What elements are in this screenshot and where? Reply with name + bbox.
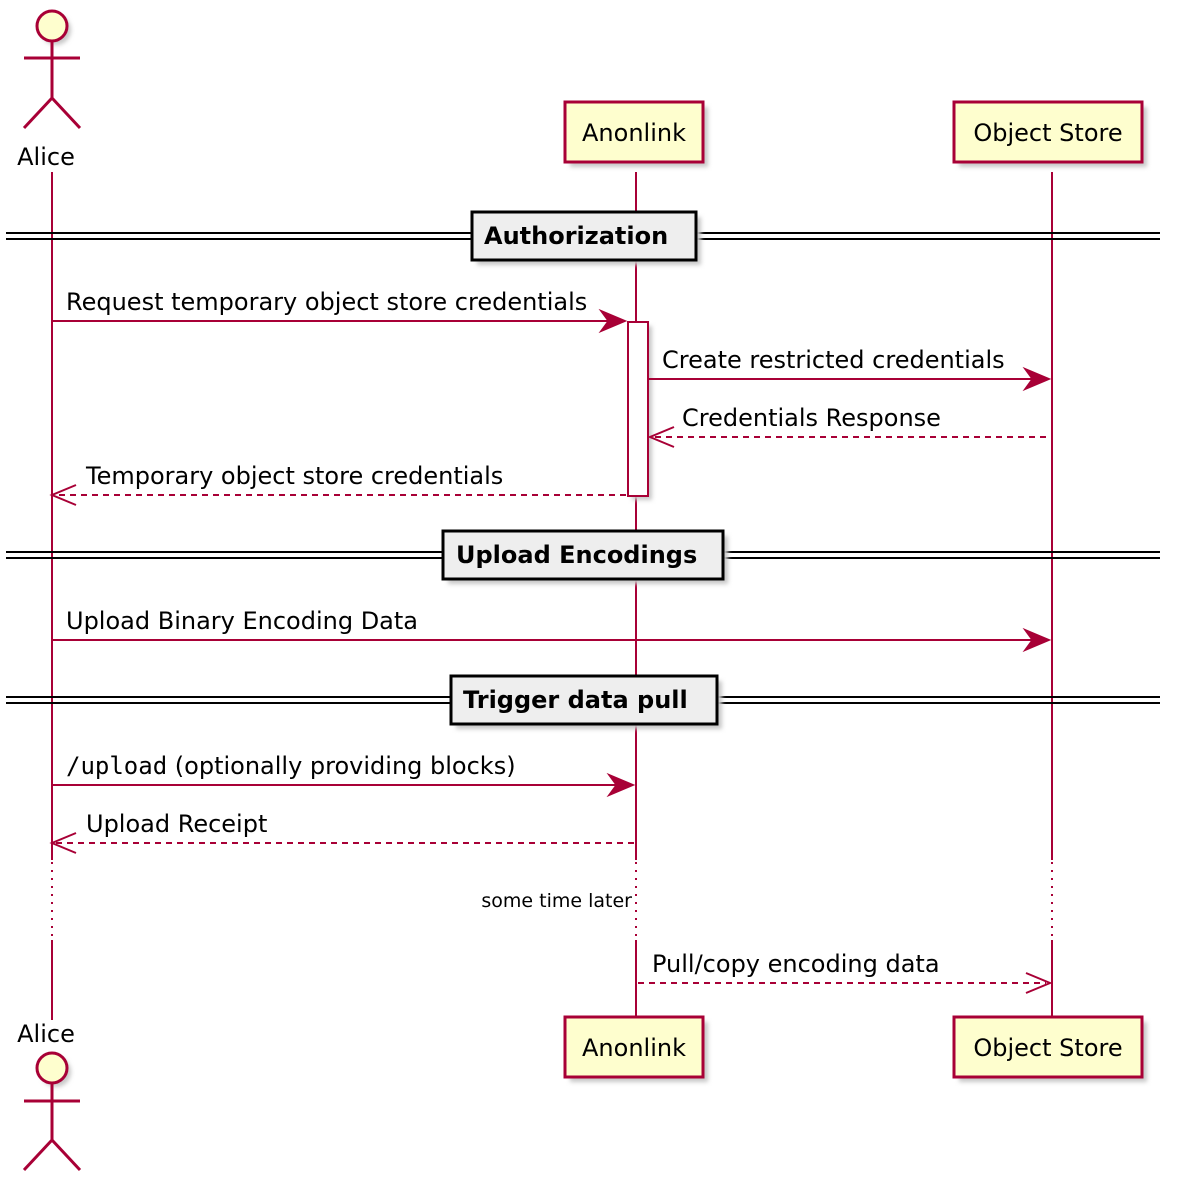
anonlink-participant-bottom [563, 1015, 705, 1079]
message-upload-binary: Upload Binary Encoding Data [52, 607, 1052, 653]
svg-text:Request temporary object store: Request temporary object store credentia… [66, 288, 587, 316]
svg-text:Upload Binary Encoding Data: Upload Binary Encoding Data [66, 607, 418, 635]
message-pull-copy: Pull/copy encoding data [638, 950, 1053, 994]
message-temporary-credentials: Temporary object store credentials [49, 462, 626, 506]
anonlink-label-top: Anonlink [582, 119, 686, 147]
separator-authorization-label: Authorization [484, 222, 668, 250]
upload-endpoint-text: (optionally providing blocks) [167, 752, 515, 780]
object-store-label-top: Object Store [973, 119, 1122, 147]
anonlink-activation [627, 321, 649, 497]
upload-endpoint-code: /upload [66, 752, 167, 780]
object-store-label-bottom: Object Store [973, 1034, 1122, 1062]
message-create-restricted: Create restricted credentials [648, 346, 1052, 392]
separator-trigger-data-pull-label: Trigger data pull [463, 686, 688, 714]
object-store-participant-bottom [952, 1015, 1144, 1079]
delay-label: some time later [481, 890, 632, 912]
separator-upload-encodings: Upload Encodings [6, 529, 1160, 584]
anonlink-participant-top [563, 100, 705, 164]
message-request-credentials: Request temporary object store credentia… [52, 288, 628, 334]
separator-authorization: Authorization [6, 210, 1160, 265]
svg-text:Upload Receipt: Upload Receipt [86, 810, 267, 838]
message-credentials-response: Credentials Response [647, 404, 1046, 448]
alice-actor-top [22, 9, 82, 130]
svg-text:Temporary object store credent: Temporary object store credentials [85, 462, 503, 490]
separator-trigger-data-pull: Trigger data pull [6, 674, 1160, 729]
svg-text:/upload (optionally providing: /upload (optionally providing blocks) [66, 752, 516, 780]
alice-actor-bottom [22, 1051, 82, 1172]
alice-label-bottom: Alice [17, 1020, 75, 1048]
message-upload-receipt: Upload Receipt [49, 810, 634, 854]
delay-mask [40, 860, 1070, 940]
svg-text:Credentials Response: Credentials Response [682, 404, 941, 432]
anonlink-label-bottom: Anonlink [582, 1034, 686, 1062]
alice-label-top: Alice [17, 143, 75, 171]
separator-upload-encodings-label: Upload Encodings [456, 541, 697, 569]
svg-text:Create restricted credentials: Create restricted credentials [662, 346, 1005, 374]
svg-text:Pull/copy encoding data: Pull/copy encoding data [652, 950, 940, 978]
object-store-participant-top [952, 100, 1144, 164]
message-upload-endpoint: /upload (optionally providing blocks) [52, 752, 636, 798]
